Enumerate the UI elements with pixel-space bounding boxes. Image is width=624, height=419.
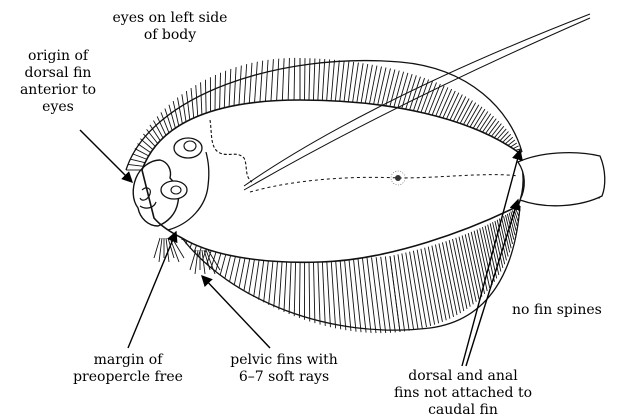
body-spot xyxy=(395,175,401,181)
arrow-preopercle xyxy=(128,232,176,348)
label-preopercle: margin of preopercle free xyxy=(60,352,196,386)
arrow-pelvic xyxy=(202,276,270,348)
lower-eye xyxy=(161,181,187,199)
arrow-origin-dorsal xyxy=(80,130,132,182)
label-pelvic-fins: pelvic fins with 6–7 soft rays xyxy=(218,352,350,386)
label-origin-dorsal-fin: origin of dorsal fin anterior to eyes xyxy=(6,48,110,116)
label-no-fin-spines: no fin spines xyxy=(512,302,602,319)
label-dorsal-anal-fins: dorsal and anal fins not attached to cau… xyxy=(384,368,542,419)
caudal-fin-outline xyxy=(518,153,605,206)
label-eyes-left-side: eyes on left side of body xyxy=(112,10,228,44)
